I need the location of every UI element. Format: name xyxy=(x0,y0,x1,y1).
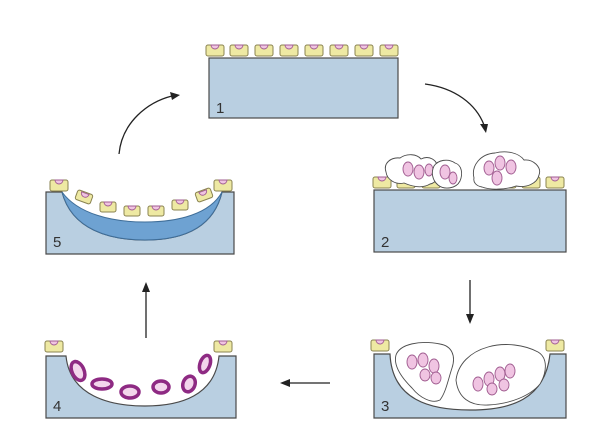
lining-cell xyxy=(304,44,324,57)
lining-cell xyxy=(545,176,565,189)
precursor-cell xyxy=(119,384,141,400)
stage-5-lining-cells xyxy=(49,179,233,217)
stage-4-label: 4 xyxy=(53,398,61,415)
stage-5-label: 5 xyxy=(53,234,61,251)
lining-cell xyxy=(370,339,390,352)
stage-3-label: 3 xyxy=(381,398,389,415)
arrow-4-to-5 xyxy=(142,282,150,338)
osteoblast-cell xyxy=(194,187,214,203)
stage-4-precursor-cells xyxy=(69,353,213,400)
stage-1-lining-cells xyxy=(205,44,399,57)
arrow-2-to-3 xyxy=(466,280,474,324)
arrow-1-to-2 xyxy=(424,83,488,133)
stage-5-new-bone xyxy=(61,191,223,241)
lining-cell xyxy=(44,340,64,353)
lining-cell xyxy=(279,44,299,57)
stage-4-bone-block xyxy=(45,355,237,419)
precursor-cell xyxy=(180,374,198,394)
cycle-arrows xyxy=(118,83,488,387)
osteoblast-cell xyxy=(74,189,94,205)
osteoblast-cell xyxy=(171,199,189,211)
stage-4-lining-cells xyxy=(44,340,233,353)
stage-3-bone-block xyxy=(373,353,567,419)
osteoblast-cell xyxy=(99,201,117,213)
stage-3-osteoclast-right xyxy=(455,344,546,406)
stage-2-bone-block xyxy=(373,189,567,253)
stage-3-osteoclast-left xyxy=(394,342,454,402)
stage-2-osteoclast-right xyxy=(472,151,541,190)
arrow-3-to-4 xyxy=(280,379,330,387)
lining-cell xyxy=(213,179,233,192)
stage-2-panel: 2 xyxy=(372,151,567,253)
osteoblast-cell xyxy=(123,205,141,217)
osteoblast-cell xyxy=(147,205,165,217)
lining-cell xyxy=(49,179,69,192)
stage-3-lining-cells xyxy=(370,339,565,352)
stage-5-panel: 5 xyxy=(45,179,235,255)
precursor-cell xyxy=(197,353,213,375)
lining-cell xyxy=(229,44,249,57)
stage-3-panel: 3 xyxy=(370,339,567,419)
stage-1-bone-block xyxy=(208,57,399,119)
lining-cell xyxy=(354,44,374,57)
lining-cell xyxy=(329,44,349,57)
precursor-cell xyxy=(151,379,171,395)
stage-2-label: 2 xyxy=(381,234,389,251)
precursor-cell xyxy=(69,359,87,383)
lining-cell xyxy=(205,44,225,57)
stage-1-panel: 1 xyxy=(205,44,399,119)
stage-4-panel: 4 xyxy=(44,340,237,419)
lining-cell xyxy=(372,176,392,189)
lining-cell xyxy=(379,44,399,57)
stage-2-osteoclast-center xyxy=(431,159,463,189)
lining-cell xyxy=(545,339,565,352)
lining-cell xyxy=(213,340,233,353)
lining-cell xyxy=(254,44,274,57)
stage-1-label: 1 xyxy=(216,100,224,117)
precursor-cell xyxy=(90,377,114,391)
arrow-5-to-1 xyxy=(118,92,180,155)
stage-2-osteoclast-left xyxy=(384,154,439,188)
